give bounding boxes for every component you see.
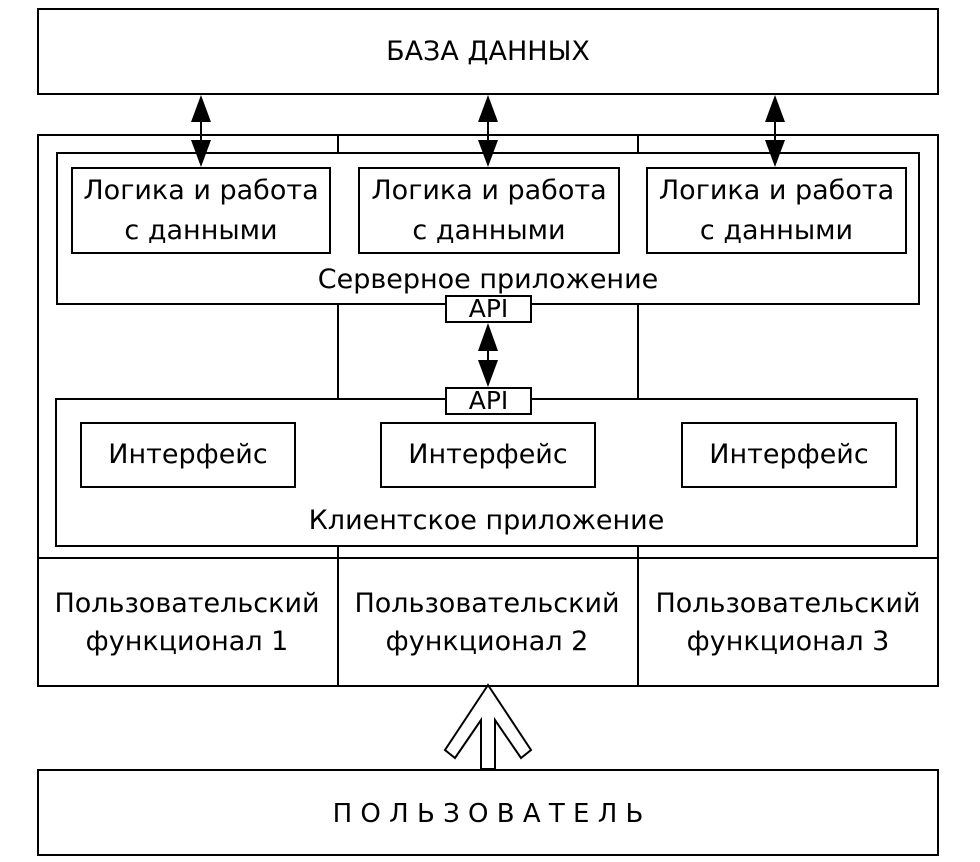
interface-3: Интерфейс: [681, 422, 897, 488]
user-function-2-line2: функционал 2: [385, 626, 589, 657]
user-function-3-line2: функционал 3: [686, 626, 890, 657]
server-module-3-line1: Логика и работа: [658, 175, 895, 206]
db-module-1-arrow-icon: [191, 95, 211, 167]
interface-1-label: Интерфейс: [108, 439, 268, 470]
user-function-2-line1: Пользовательский: [354, 588, 620, 619]
interface-2-label: Интерфейс: [408, 439, 568, 470]
client-api-label: API: [468, 387, 509, 415]
server-api-badge: API: [445, 295, 532, 323]
user-function-3-line1: Пользовательский: [655, 588, 921, 619]
client-app-label: Клиентское приложение: [308, 505, 665, 536]
interface-3-label: Интерфейс: [709, 439, 869, 470]
server-module-2-line2: с данными: [412, 215, 566, 246]
user-label: П О Л Ь З О В А Т Е Л Ь: [332, 799, 644, 829]
server-module-2-line1: Логика и работа: [371, 175, 607, 206]
db-module-3-arrow-icon: [765, 95, 785, 167]
user-input-arrow-icon: [443, 683, 533, 770]
server-app-label: Серверное приложение: [317, 264, 659, 295]
api-exchange-arrow-icon: [478, 323, 498, 387]
interface-2: Интерфейс: [380, 422, 596, 488]
client-api-badge: API: [445, 387, 532, 415]
server-module-1-line2: с данными: [124, 215, 278, 246]
user-function-1-line2: функционал 1: [85, 626, 289, 657]
interface-1: Интерфейс: [80, 422, 296, 488]
user-box: П О Л Ь З О В А Т Е Л Ь: [37, 769, 939, 856]
db-module-2-arrow-icon: [478, 95, 498, 167]
server-api-label: API: [468, 295, 509, 323]
database-label: БАЗА ДАННЫХ: [386, 36, 590, 67]
server-module-3-line2: с данными: [699, 215, 854, 246]
server-module-2: Логика и работа с данными: [358, 167, 620, 254]
user-function-1-line1: Пользовательский: [54, 588, 320, 619]
server-module-1: Логика и работа с данными: [71, 167, 331, 254]
server-module-1-line1: Логика и работа: [83, 175, 319, 206]
database-box: БАЗА ДАННЫХ: [37, 8, 939, 95]
functions-divider: [37, 557, 939, 559]
server-module-3: Логика и работа с данными: [646, 167, 907, 254]
